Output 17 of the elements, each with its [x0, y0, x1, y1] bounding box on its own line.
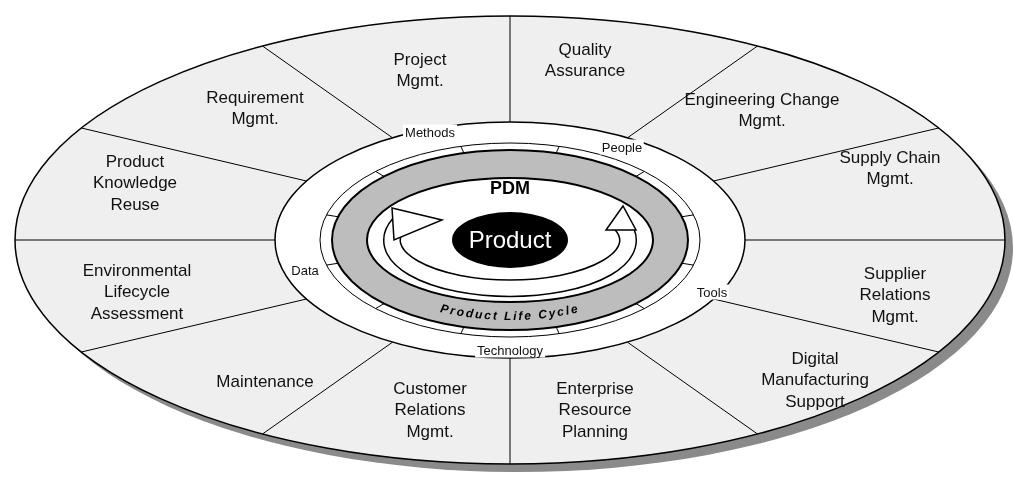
- sector-label: Supply Chain Mgmt.: [830, 146, 950, 190]
- sector-label: Project Mgmt.: [380, 48, 460, 92]
- sector-label: Product Knowledge Reuse: [80, 151, 190, 215]
- sector-label: Digital Manufacturing Support: [755, 348, 875, 412]
- sector-label: Customer Relations Mgmt.: [380, 378, 480, 442]
- ring-label: People: [599, 139, 645, 155]
- sector-label: Supplier Relations Mgmt.: [840, 263, 950, 327]
- ring-label: Methods: [403, 124, 457, 140]
- ring-title: PDM: [490, 178, 530, 198]
- sector-label: Maintenance: [205, 371, 325, 393]
- ring-label: Tools: [694, 284, 730, 300]
- sector-label: Quality Assurance: [535, 38, 635, 82]
- sector-label: Engineering Change Mgmt.: [682, 88, 842, 132]
- sector-label: Requirement Mgmt.: [190, 86, 320, 130]
- sector-label: Environmental Lifecycle Assessment: [57, 260, 217, 324]
- sector-label: Enterprise Resource Planning: [540, 378, 650, 442]
- curved-caption: Product Life Cycle: [439, 301, 581, 323]
